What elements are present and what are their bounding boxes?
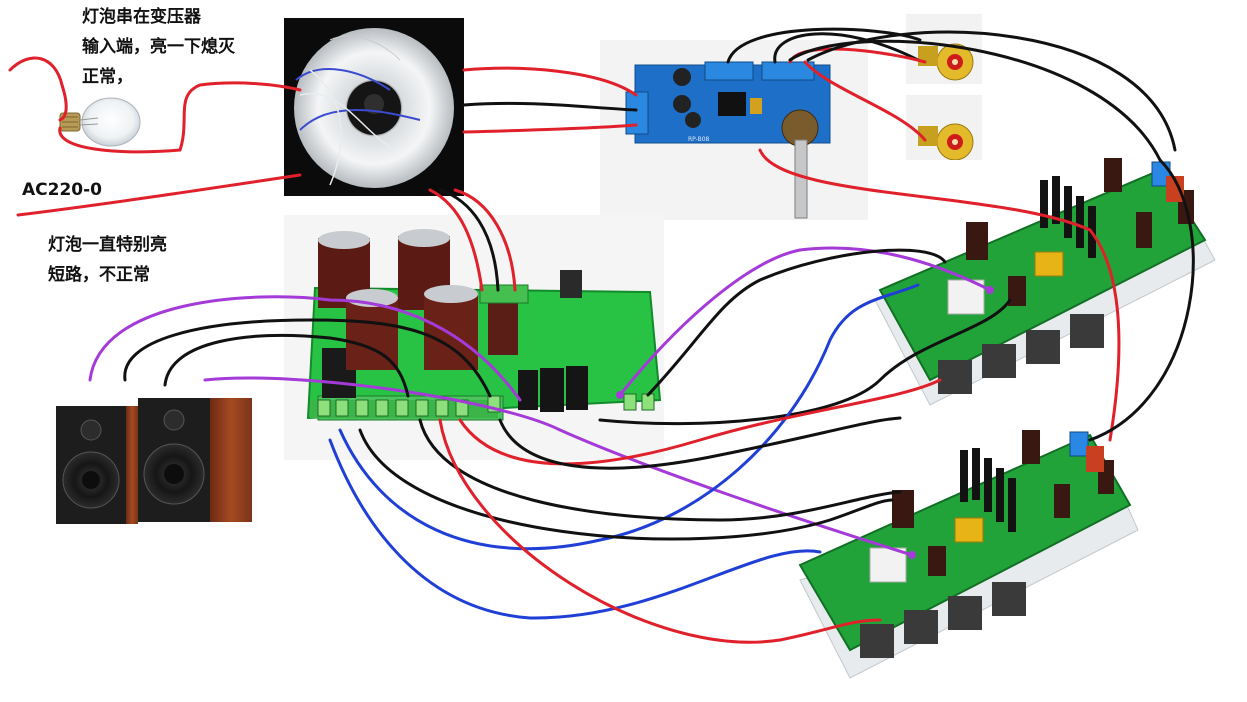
wire-black <box>646 248 947 397</box>
wire-black <box>773 32 920 64</box>
wire-purple <box>203 376 914 557</box>
note-line: 灯泡一直特别亮 <box>48 235 167 255</box>
wire-red <box>428 188 484 292</box>
wire-black <box>438 188 500 292</box>
rca-jack-1 <box>906 14 982 84</box>
wire-black <box>418 418 902 522</box>
wire-blue <box>328 438 822 620</box>
note-line: 短路，不正常 <box>48 265 150 285</box>
wire-red <box>438 418 882 644</box>
wire-black <box>358 428 894 541</box>
wire-black <box>788 39 1162 162</box>
note-mains: AC220-0 <box>22 180 103 200</box>
wire-red <box>8 56 68 122</box>
preamp-board: RP-B08 <box>600 40 868 220</box>
wire-red <box>462 123 638 134</box>
wire-red <box>58 81 302 154</box>
wire-black <box>163 333 410 398</box>
wire-black <box>498 416 902 470</box>
wire-purple <box>88 295 522 402</box>
wire-red <box>803 60 927 142</box>
speakers <box>52 398 258 528</box>
wire-group <box>8 27 1195 644</box>
bulb <box>59 97 141 147</box>
wire-red <box>462 66 638 97</box>
note-line: 正常， <box>82 67 133 87</box>
wire-black <box>806 30 1177 152</box>
toroidal-transformer <box>284 18 464 196</box>
amp-board-2 <box>790 428 1140 680</box>
filter-capacitor <box>424 285 478 370</box>
note-line: 灯泡串在变压器 <box>82 7 201 27</box>
note-bulb-series: 灯泡串在变压器 输入端，亮一下熄灭 正常， <box>82 2 235 92</box>
wire-black <box>462 101 638 112</box>
connection-dots <box>616 286 994 559</box>
rca-jack-2 <box>906 95 982 165</box>
wire-red <box>453 188 517 292</box>
wire-black <box>123 318 492 398</box>
wire-red <box>458 378 942 466</box>
wire-purple <box>618 246 992 397</box>
wire-blue <box>338 283 920 551</box>
note-line: 输入端，亮一下熄灭 <box>82 37 235 57</box>
note-bulb-bright: 灯泡一直特别亮 短路，不正常 <box>48 230 167 290</box>
wire-red <box>16 173 302 217</box>
wire-red <box>758 148 1121 442</box>
preamp-model-label: RP-B08 <box>688 136 710 143</box>
wire-black <box>1088 158 1195 442</box>
wire-black <box>598 298 1012 426</box>
